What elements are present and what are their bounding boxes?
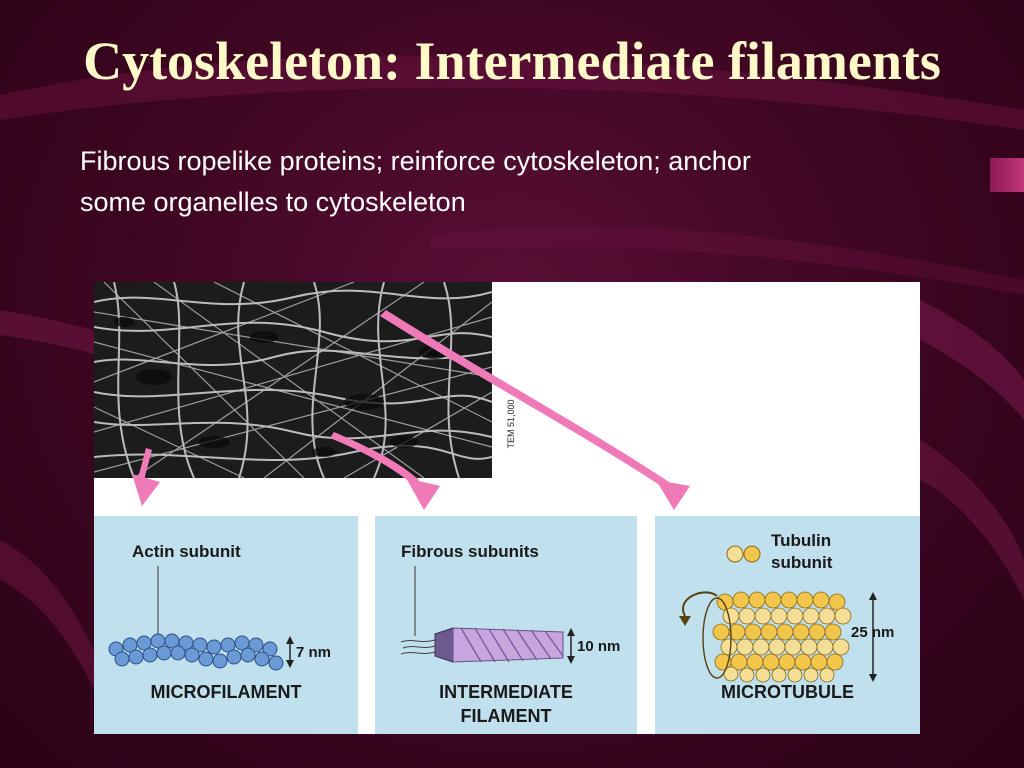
- slide-title: Cytoskeleton: Intermediate filaments: [83, 31, 941, 91]
- body-text: Fibrous ropelike proteins; reinforce cyt…: [80, 141, 960, 223]
- electron-micrograph: [94, 282, 492, 478]
- intermediate-filament-name: INTERMEDIATE FILAMENT: [375, 680, 637, 728]
- fibrous-subunits-label: Fibrous subunits: [401, 542, 539, 561]
- panel-microtubule: Tubulin subunit 25 nm MICROTUBULE: [655, 516, 920, 734]
- microfilament-dimension: 7 nm: [296, 644, 332, 661]
- body-line-1: Fibrous ropelike proteins; reinforce cyt…: [80, 146, 751, 176]
- microfilament-name: MICROFILAMENT: [150, 682, 302, 702]
- intermediate-filament-drawing: [400, 566, 575, 664]
- micrograph-caption: TEM 51,000: [506, 399, 516, 449]
- panel-intermediate-filament: Fibrous subunits 10 nm INTERMEDIATE FILA…: [375, 516, 637, 734]
- tubulin-subunit-label: Tubulin subunit: [771, 530, 832, 574]
- actin-subunit-label: Actin subunit: [132, 542, 241, 561]
- tubulin-label-line2: subunit: [771, 553, 833, 572]
- microtubule-drawing: [679, 545, 877, 683]
- microtubule-dimension: 25 nm: [851, 624, 895, 641]
- side-tab-decoration: [990, 158, 1024, 192]
- intermediate-filament-dimension: 10 nm: [577, 638, 621, 655]
- intermediate-filament-name-line2: FILAMENT: [460, 706, 552, 726]
- microtubule-name: MICROTUBULE: [721, 682, 854, 702]
- cytoskeleton-figure: TEM 51,000 Actin subunit 7 nm MICROFILAM…: [94, 282, 920, 734]
- panel-microfilament: Actin subunit 7 nm MICROFILAMENT: [94, 516, 358, 734]
- microfilament-drawing: [108, 566, 294, 671]
- tubulin-label-line1: Tubulin: [771, 531, 832, 550]
- body-line-2: some organelles to cytoskeleton: [80, 187, 466, 217]
- intermediate-filament-name-line1: INTERMEDIATE: [439, 682, 573, 702]
